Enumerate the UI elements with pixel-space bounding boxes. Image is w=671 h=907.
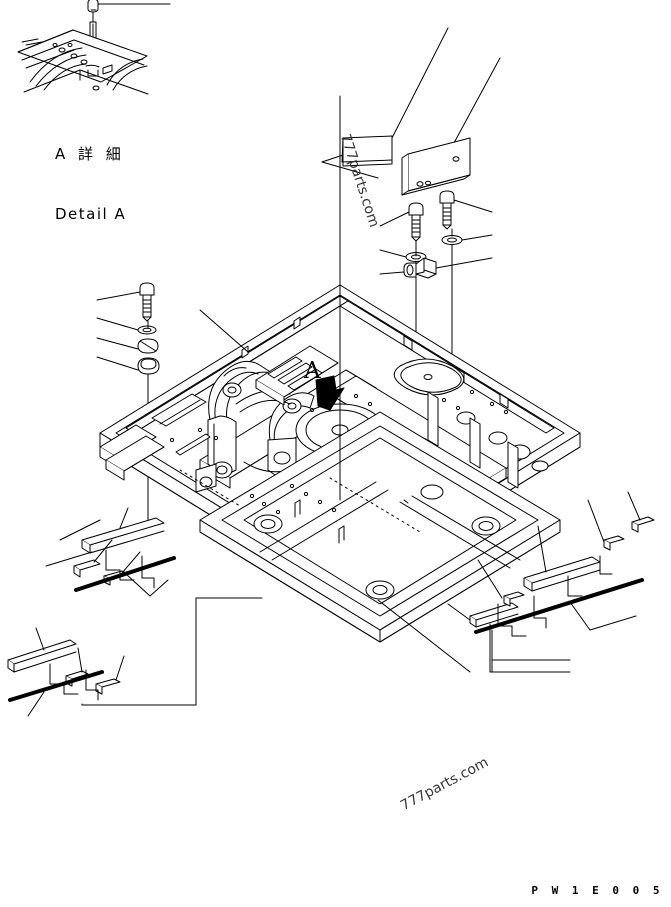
clamp-part — [415, 257, 493, 279]
washer-b — [441, 234, 493, 245]
leader-lines — [45, 309, 249, 567]
rubber-cap-a — [96, 337, 159, 354]
detail-a-caption-en: Detail A — [55, 205, 127, 223]
cover-plates-group — [321, 27, 501, 196]
detail-a-caption-jp: A 詳 細 — [55, 145, 125, 163]
section-letter-a: A — [304, 358, 321, 384]
seal-strips-left — [7, 507, 263, 717]
drawing-number: P W 1 E 0 0 5 — [531, 884, 663, 897]
detail-a-inset — [17, 0, 171, 95]
section-arrow-a — [315, 375, 345, 411]
hex-bolt-b — [439, 190, 493, 230]
detail-a-caption: A 詳 細 Detail A — [55, 104, 126, 264]
washer-a — [379, 249, 427, 262]
hex-bolt-a — [379, 202, 424, 242]
hardware-stack-left — [96, 282, 160, 511]
plug-part — [379, 262, 417, 278]
seal-strips-right — [377, 491, 655, 673]
hex-bolt-c — [96, 282, 155, 322]
rubber-cap-b — [96, 356, 160, 375]
washer-c — [96, 317, 157, 335]
